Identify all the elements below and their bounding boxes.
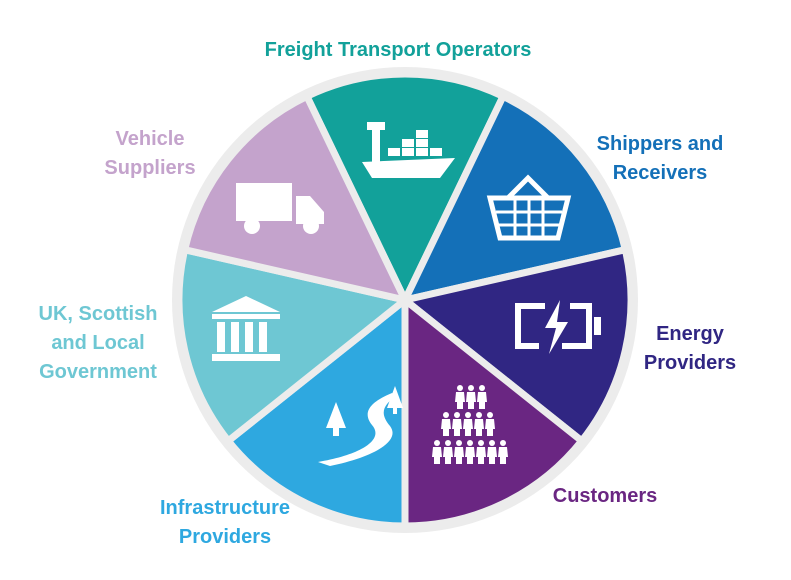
label-line: Shippers and — [596, 133, 724, 155]
label-line: Infrastructure — [159, 497, 291, 519]
label-freight: Freight Transport Operators — [265, 36, 532, 65]
road-trees-icon — [318, 386, 403, 466]
slice-infrastructure — [224, 296, 409, 530]
label-line: Providers — [643, 352, 737, 374]
truck-icon — [236, 183, 324, 234]
shopping-basket-icon — [486, 174, 572, 241]
label-line: Freight Transport Operators — [264, 39, 532, 61]
cargo-ship-icon — [362, 122, 455, 178]
slice-customers — [401, 296, 586, 530]
label-customers: Customers — [553, 482, 657, 511]
people-group-icon — [432, 385, 508, 464]
label-line: Vehicle — [115, 128, 185, 150]
battery-charging-icon — [515, 300, 601, 354]
label-line: Customers — [552, 485, 658, 507]
label-line: UK, Scottish — [38, 303, 158, 325]
slice-vehicle — [181, 92, 409, 304]
slice-freight — [303, 70, 507, 304]
label-line: Energy — [656, 323, 724, 345]
label-line: Receivers — [612, 162, 708, 184]
label-line: Government — [39, 361, 157, 383]
slice-government — [175, 246, 409, 445]
label-line: and Local — [51, 332, 145, 354]
label-line: Suppliers — [104, 157, 196, 179]
label-line: Providers — [178, 526, 272, 548]
government-building-icon — [212, 296, 280, 361]
